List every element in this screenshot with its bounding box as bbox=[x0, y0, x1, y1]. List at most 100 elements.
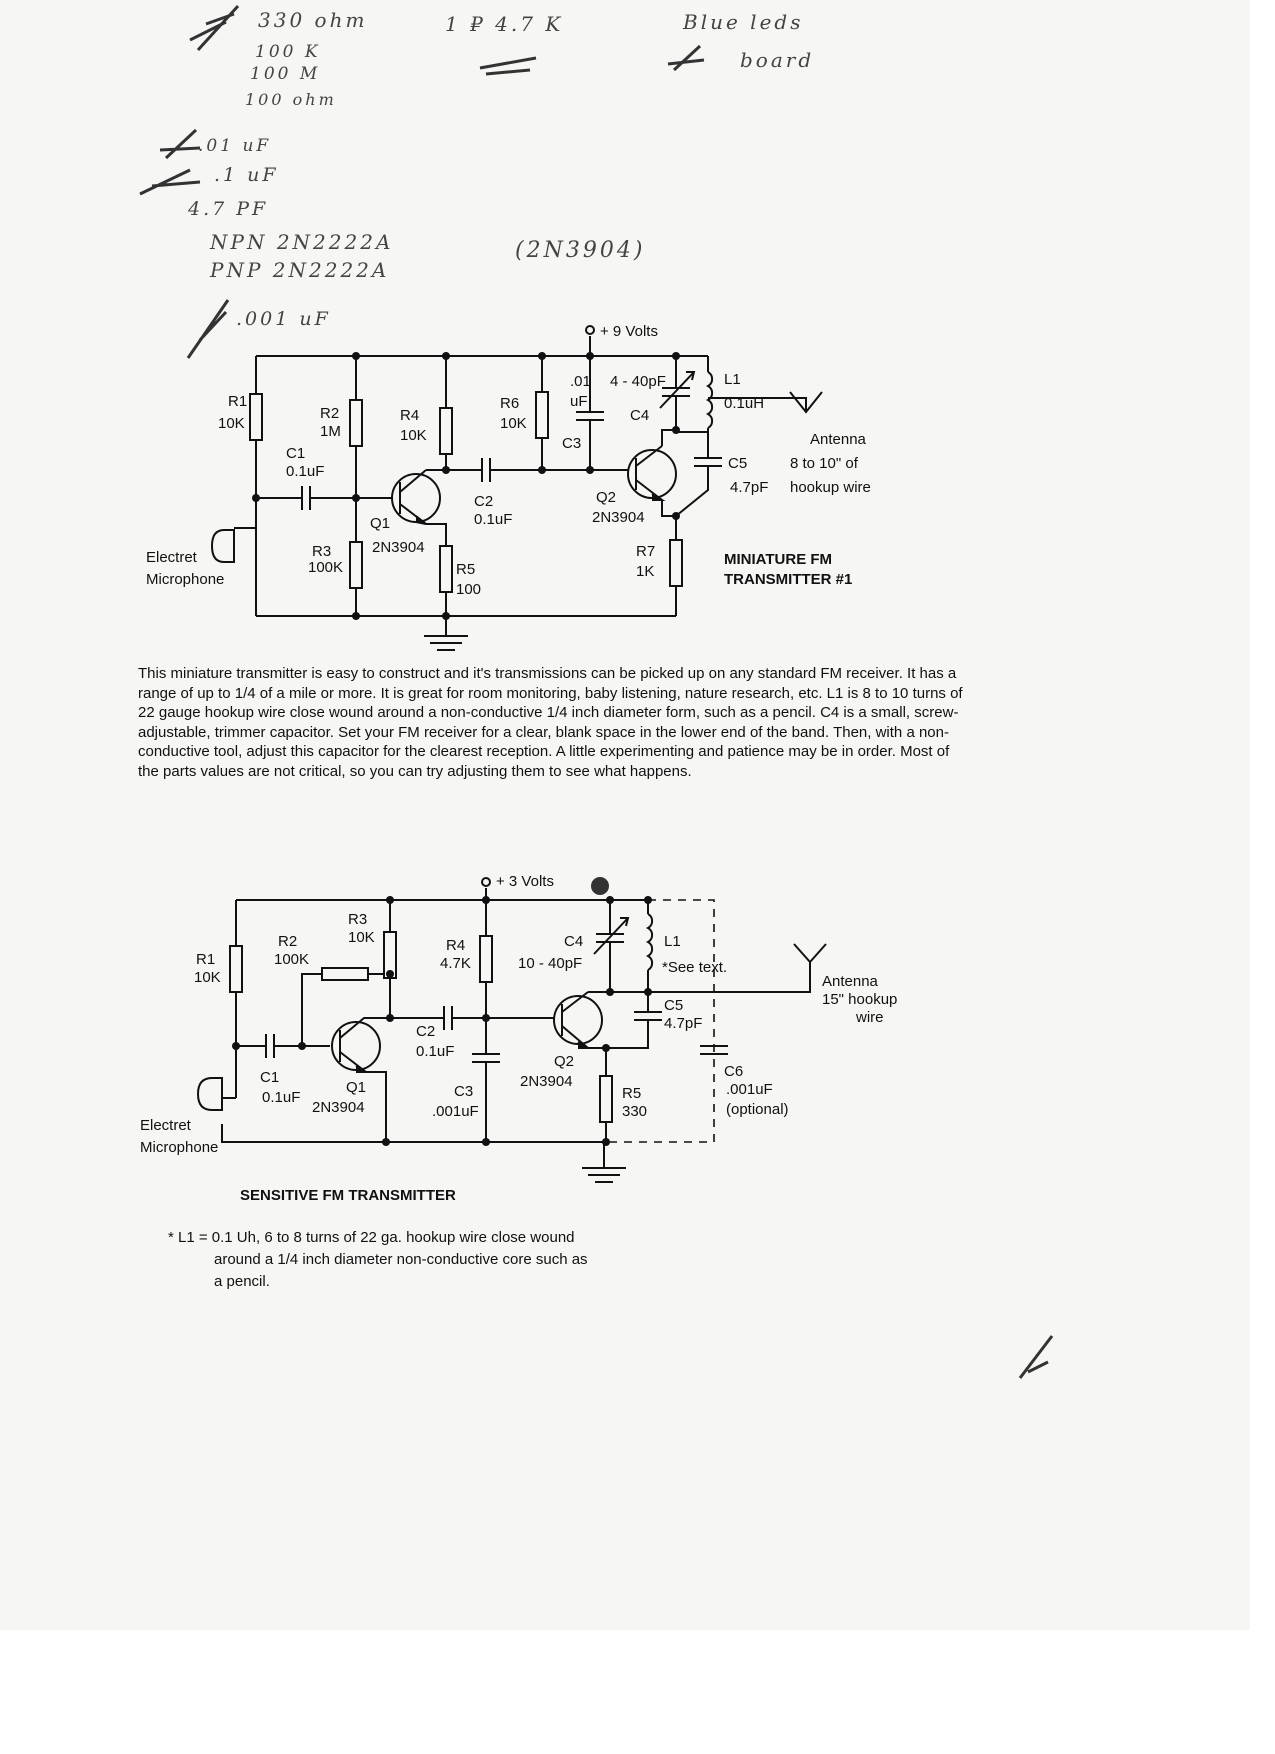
antenna-length: 15" hookup bbox=[822, 991, 897, 1008]
hand-note: 100 K bbox=[255, 42, 321, 62]
circuit2-title: SENSITIVE FM TRANSMITTER bbox=[240, 1187, 456, 1204]
r1-value: 10K bbox=[218, 415, 245, 432]
r3-name: R3 bbox=[312, 543, 331, 560]
hand-note: 1 ₽ 4.7 K bbox=[445, 12, 564, 36]
q1-name: Q1 bbox=[346, 1079, 366, 1096]
circuit1-wiring bbox=[210, 336, 823, 651]
hand-note: .001 uF bbox=[236, 308, 331, 330]
r1-name: R1 bbox=[196, 951, 215, 968]
c3-value-1: .01 bbox=[570, 373, 591, 390]
c5-name: C5 bbox=[728, 455, 747, 472]
circuit1-title: MINIATURE FM TRANSMITTER #1 bbox=[724, 550, 852, 590]
c4-name: C4 bbox=[630, 407, 649, 424]
hand-note: (2N3904) bbox=[515, 238, 646, 263]
pen-marks bbox=[139, 4, 1054, 1379]
q1-value: 2N3904 bbox=[312, 1099, 365, 1116]
footnote-line: around a 1/4 inch diameter non-conductiv… bbox=[214, 1251, 588, 1268]
c3-name: C3 bbox=[562, 435, 581, 452]
c4-name: C4 bbox=[564, 933, 583, 950]
c2-value: 0.1uF bbox=[416, 1043, 454, 1060]
hand-note: board bbox=[740, 48, 815, 72]
mic-label-2: Microphone bbox=[140, 1139, 218, 1156]
c6-value: .001uF bbox=[726, 1081, 773, 1098]
c2-name: C2 bbox=[416, 1023, 435, 1040]
l1-note: *See text. bbox=[662, 959, 727, 976]
r4-value: 4.7K bbox=[440, 955, 471, 972]
c5-value: 4.7pF bbox=[664, 1015, 702, 1032]
l1-name: L1 bbox=[724, 371, 741, 388]
r6-name: R6 bbox=[500, 395, 519, 412]
footnote-line: a pencil. bbox=[214, 1273, 270, 1290]
r6-value: 10K bbox=[500, 415, 527, 432]
mic-label-2: Microphone bbox=[146, 571, 224, 588]
hand-note: Blue leds bbox=[683, 10, 804, 34]
hand-note: 4.7 PF bbox=[188, 198, 269, 220]
q1-value: 2N3904 bbox=[372, 539, 425, 556]
hand-note: .1 uF bbox=[214, 164, 279, 186]
r3-name: R3 bbox=[348, 911, 367, 928]
c5-name: C5 bbox=[664, 997, 683, 1014]
circuit1-junctions bbox=[252, 325, 680, 620]
c1-name: C1 bbox=[260, 1069, 279, 1086]
circuit2-junctions bbox=[232, 877, 652, 1146]
optional-c6-wiring bbox=[610, 899, 715, 1143]
c1-name: C1 bbox=[286, 445, 305, 462]
r1-value: 10K bbox=[194, 969, 221, 986]
r2-value: 100K bbox=[274, 951, 309, 968]
c1-value: 0.1uF bbox=[286, 463, 324, 480]
c4-value: 10 - 40pF bbox=[518, 955, 582, 972]
l1-value: 0.1uH bbox=[724, 395, 764, 412]
mic-label-1: Electret bbox=[140, 1117, 192, 1134]
r2-name: R2 bbox=[320, 405, 339, 422]
antenna-label: Antenna bbox=[810, 431, 867, 448]
l1-name: L1 bbox=[664, 933, 681, 950]
title-line: TRANSMITTER #1 bbox=[724, 571, 853, 588]
c3-value-2: uF bbox=[570, 393, 588, 410]
mic-label-1: Electret bbox=[146, 549, 198, 566]
r5-name: R5 bbox=[622, 1085, 641, 1102]
q2-value: 2N3904 bbox=[520, 1073, 573, 1090]
antenna-wire: wire bbox=[855, 1009, 884, 1026]
c6-name: C6 bbox=[724, 1063, 743, 1080]
q1-name: Q1 bbox=[370, 515, 390, 532]
r1-name: R1 bbox=[228, 393, 247, 410]
r7-name: R7 bbox=[636, 543, 655, 560]
c6-note: (optional) bbox=[726, 1101, 789, 1118]
c3-value: .001uF bbox=[432, 1103, 479, 1120]
c4-value: 4 - 40pF bbox=[610, 373, 666, 390]
c2-name: C2 bbox=[474, 493, 493, 510]
c6-capacitor bbox=[700, 1045, 728, 1055]
c2-value: 0.1uF bbox=[474, 511, 512, 528]
supply-label: + 9 Volts bbox=[600, 323, 658, 340]
r5-value: 100 bbox=[456, 581, 481, 598]
title-line: MINIATURE FM bbox=[724, 551, 833, 568]
hand-note: PNP 2N2222A bbox=[210, 258, 390, 282]
hand-note: .01 uF bbox=[198, 136, 272, 156]
r5-name: R5 bbox=[456, 561, 475, 578]
q2-name: Q2 bbox=[596, 489, 616, 506]
r5-value: 330 bbox=[622, 1103, 647, 1120]
c5-value: 4.7pF bbox=[730, 479, 768, 496]
antenna-length: 8 to 10" of bbox=[790, 455, 859, 472]
paper-sheet bbox=[0, 0, 1250, 1630]
circuit1-labels: + 9 Volts R1 10K R2 1M C1 0.1uF R4 10K R… bbox=[146, 323, 871, 598]
q2-value: 2N3904 bbox=[592, 509, 645, 526]
r2-value: 1M bbox=[320, 423, 341, 440]
hand-note: 100 M bbox=[250, 64, 321, 84]
r7-value: 1K bbox=[636, 563, 654, 580]
c3-name: C3 bbox=[454, 1083, 473, 1100]
hand-note: NPN 2N2222A bbox=[210, 230, 394, 254]
q2-name: Q2 bbox=[554, 1053, 574, 1070]
c1-value: 0.1uF bbox=[262, 1089, 300, 1106]
antenna-wire: hookup wire bbox=[790, 479, 871, 496]
r4-value: 10K bbox=[400, 427, 427, 444]
hand-note: 330 ohm bbox=[258, 8, 368, 32]
r3-value: 10K bbox=[348, 929, 375, 946]
r2-name: R2 bbox=[278, 933, 297, 950]
r3-value: 100K bbox=[308, 559, 343, 576]
circuit1-description: This miniature transmitter is easy to co… bbox=[138, 665, 963, 780]
hand-note: 100 ohm bbox=[245, 90, 337, 109]
supply-label: + 3 Volts bbox=[496, 873, 554, 890]
r4-name: R4 bbox=[400, 407, 419, 424]
